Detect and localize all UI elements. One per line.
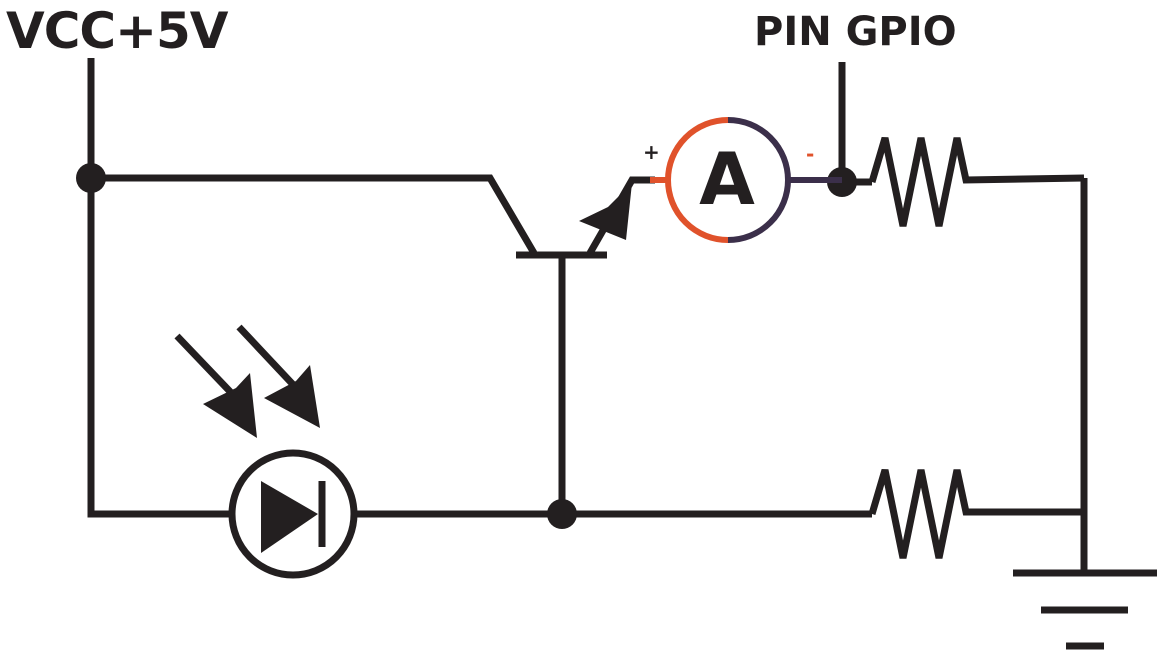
ammeter-plus-label: +	[643, 140, 660, 164]
transistor-emitter-arrowhead	[579, 183, 632, 240]
light-arrow-1	[174, 333, 243, 405]
wire-vcc-rail	[87, 58, 232, 518]
resistor-top	[868, 137, 1085, 227]
ammeter-label: A	[699, 137, 755, 221]
photodiode-circle	[228, 449, 358, 579]
gpio-label: PIN GPIO	[754, 9, 957, 55]
wire-top-collector	[91, 174, 538, 255]
ammeter-arc-negative	[727, 117, 791, 243]
light-arrowhead-2	[264, 365, 320, 428]
junction-vcc	[76, 163, 106, 193]
resistor-bottom	[868, 469, 1084, 559]
ammeter-minus-label: -	[806, 142, 815, 166]
ammeter-arc-positive	[665, 117, 729, 243]
light-arrowhead-1	[203, 373, 257, 438]
photodiode-triangle	[261, 481, 318, 553]
junction-bottom	[547, 499, 577, 529]
supply-label: VCC+5V	[6, 2, 228, 60]
light-arrow-2	[236, 324, 303, 395]
